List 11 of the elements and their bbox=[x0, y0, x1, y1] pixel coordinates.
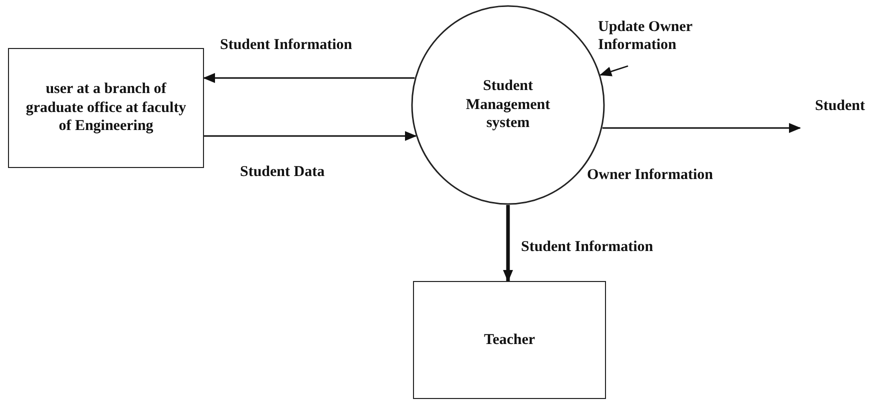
entity-box bbox=[413, 281, 606, 399]
arrow bbox=[204, 131, 417, 141]
node-text: user at a branch of graduate office at faculty of Engineering bbox=[24, 80, 188, 136]
entity-box bbox=[8, 48, 204, 168]
arrow bbox=[203, 73, 415, 83]
node-text: Student bbox=[814, 96, 866, 116]
arrow bbox=[602, 123, 801, 133]
arrow bbox=[600, 65, 628, 76]
node-text: Student Management system bbox=[464, 76, 552, 134]
arrow bbox=[503, 205, 513, 282]
node-text: Teacher bbox=[484, 330, 536, 350]
